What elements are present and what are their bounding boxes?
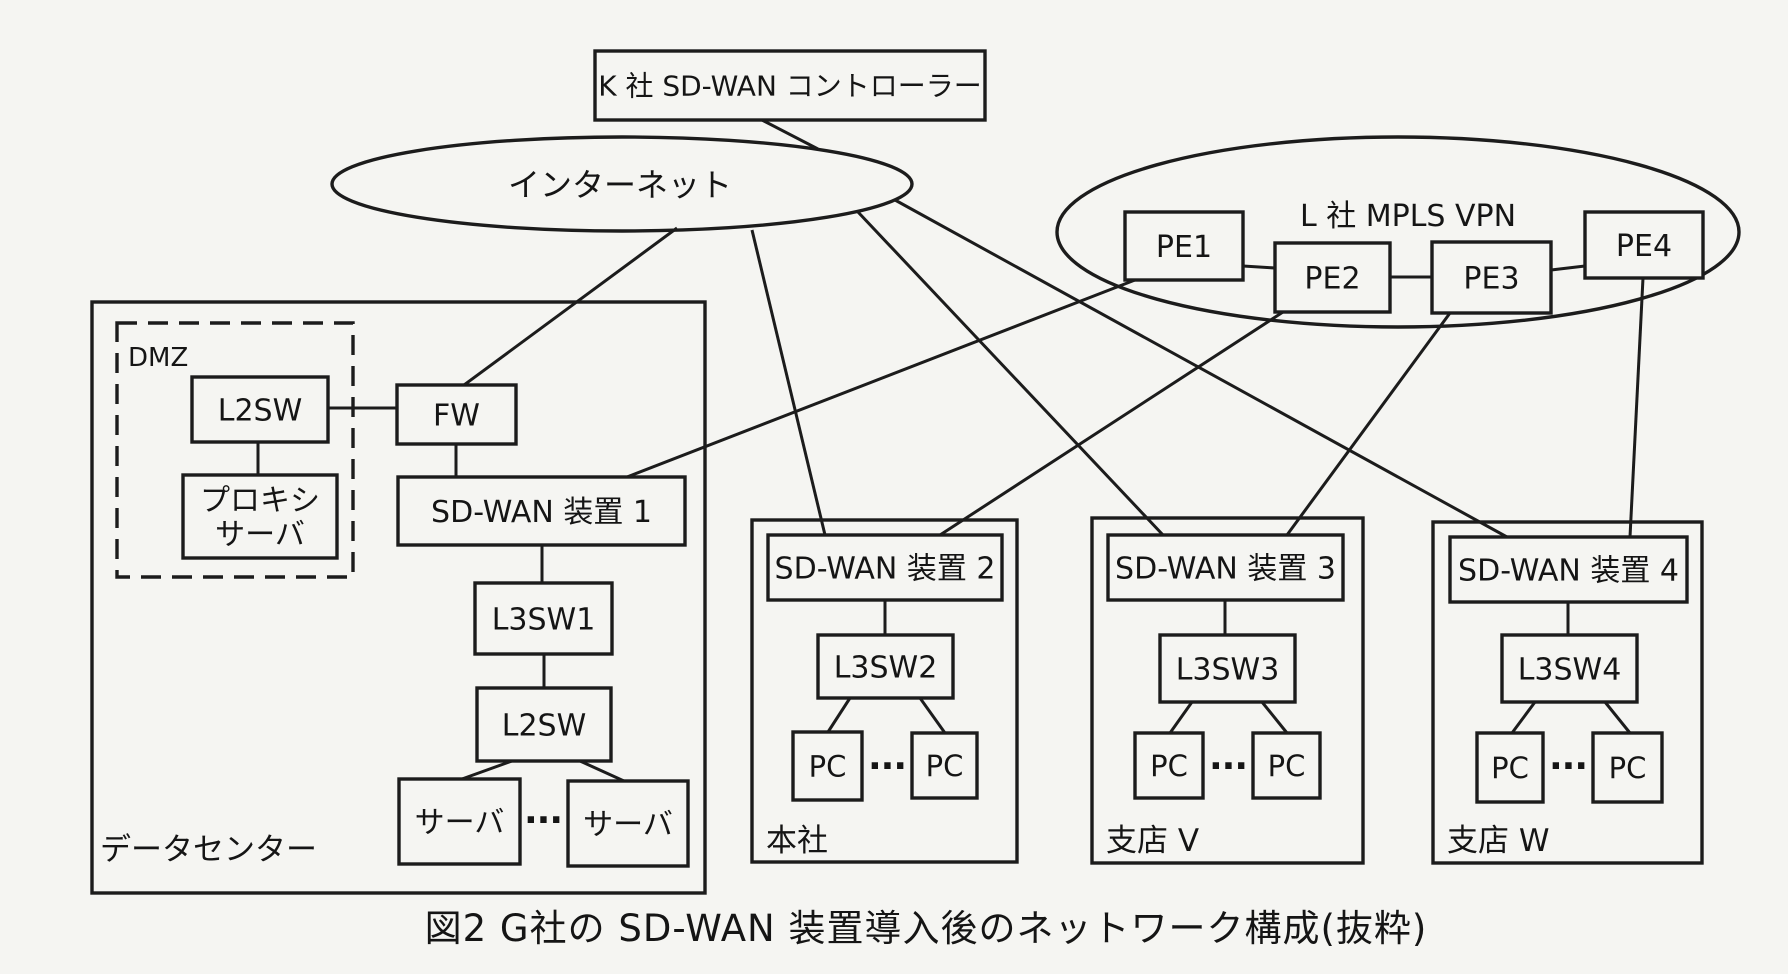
sdwan-device-3-label: SD-WAN 装置 3: [1115, 551, 1336, 586]
internet-label: インターネット: [508, 166, 732, 204]
pc-v-1-box: [1133, 731, 1205, 800]
l3sw2-label: L3SW2: [834, 650, 938, 685]
l3sw3-box: [1158, 633, 1297, 704]
pc-w-1-box: [1475, 731, 1545, 804]
edge-l3sw4-pc-w-1: [1510, 701, 1537, 734]
edge-internet-sdwan4: [894, 198, 1508, 539]
server-l2sw-label: L2SW: [502, 708, 587, 743]
server-2-box: [566, 779, 690, 868]
fw-box: [395, 383, 518, 446]
sdwan-device-4-box: [1448, 535, 1689, 604]
l3sw4-label: L3SW4: [1518, 652, 1622, 687]
branch-w-boundary: [1431, 520, 1704, 865]
edge-pe3-pe4: [1550, 264, 1586, 272]
sdwan-device-1-box: [396, 475, 687, 547]
l3sw3-label: L3SW3: [1176, 652, 1280, 687]
dmz-label: DMZ: [128, 343, 188, 373]
branch-v-label: 支店 V: [1106, 823, 1199, 859]
edge-l3sw2-pc-ho-1: [826, 697, 852, 733]
pe2-box: [1273, 241, 1392, 314]
edge-l3sw2-pc-ho-2: [918, 697, 947, 734]
server-1-label: サーバ: [415, 805, 505, 840]
edge-server-l2sw-server-2: [579, 759, 625, 783]
pc-ho-2-label: PC: [926, 749, 964, 783]
l3sw1-box: [473, 581, 614, 656]
pc-ho-1-box: [791, 730, 864, 802]
pe2-label: PE2: [1304, 261, 1360, 296]
head-office-pcs-more-ellipsis: ···: [868, 746, 906, 787]
pc-w-1-label: PC: [1491, 751, 1529, 785]
server-l2sw-box: [475, 686, 613, 763]
figure-caption: 図2 G社の SD-WAN 装置導入後のネットワーク構成(抜粋): [424, 907, 1428, 950]
l3sw2-box: [816, 633, 955, 700]
pc-v-1-label: PC: [1150, 749, 1188, 783]
sdwan-device-2-box: [766, 533, 1004, 602]
edge-pe4-sdwan4: [1628, 277, 1645, 538]
edge-server-l2sw-server-1: [461, 759, 513, 781]
edge-l3sw3-pc-v-2: [1260, 701, 1289, 734]
proxy-server-label: プロキシサーバ: [200, 483, 320, 552]
sdwan-device-3-box: [1106, 533, 1345, 602]
edge-l3sw3-pc-v-1: [1168, 701, 1194, 734]
branch-v-pcs-more-ellipsis: ···: [1209, 746, 1247, 787]
head-office-boundary: [750, 518, 1019, 864]
pe1-label: PE1: [1156, 230, 1212, 265]
dmz-boundary: [115, 321, 355, 579]
fw-label: FW: [433, 398, 480, 433]
dmz-l2sw-box: [190, 375, 330, 444]
proxy-server-box: [181, 473, 339, 560]
pc-v-2-box: [1251, 731, 1322, 800]
branch-w-pcs-more-ellipsis: ···: [1549, 746, 1587, 787]
edge-internet-fw: [463, 226, 678, 387]
l3sw1-label: L3SW1: [492, 602, 596, 637]
edge-pe1-pe2: [1242, 264, 1276, 270]
data-center-boundary: [90, 300, 707, 895]
sdwan-controller-box: [593, 49, 987, 122]
mpls-vpn-label: L 社 MPLS VPN: [1300, 199, 1516, 234]
edge-pe2-sdwan2: [939, 310, 1284, 537]
dmz-l2sw-label: L2SW: [218, 393, 303, 428]
l3sw4-box: [1500, 633, 1639, 704]
edge-internet-sdwan3: [856, 210, 1165, 537]
pc-w-2-box: [1591, 731, 1664, 804]
pe3-box: [1430, 240, 1553, 315]
data-center-label: データセンター: [100, 832, 317, 868]
sdwan-controller-label: K 社 SD-WAN コントローラー: [598, 70, 982, 103]
server-1-box: [397, 777, 522, 866]
server-2-label: サーバ: [583, 807, 673, 842]
edge-pe1-sdwan1: [626, 278, 1136, 479]
edge-l3sw4-pc-w-2: [1603, 701, 1632, 734]
pe4-label: PE4: [1616, 229, 1672, 264]
pc-w-2-label: PC: [1609, 751, 1647, 785]
pc-ho-1-label: PC: [809, 749, 847, 783]
servers-more-ellipsis: ···: [524, 800, 562, 841]
pe4-box: [1583, 210, 1705, 280]
edge-internet-sdwan2: [750, 229, 827, 536]
edge-controller-internet: [761, 118, 819, 151]
sdwan-device-2-label: SD-WAN 装置 2: [775, 551, 996, 586]
pc-ho-2-box: [910, 731, 979, 800]
pe1-box: [1123, 210, 1245, 282]
sdwan-device-1-label: SD-WAN 装置 1: [431, 495, 652, 530]
edge-pe3-sdwan3: [1285, 312, 1452, 536]
sdwan-device-4-label: SD-WAN 装置 4: [1458, 553, 1679, 588]
pe3-label: PE3: [1463, 261, 1519, 296]
internet-cloud: [330, 135, 914, 233]
head-office-label: 本社: [766, 823, 828, 859]
pc-v-2-label: PC: [1268, 749, 1306, 783]
branch-v-boundary: [1090, 516, 1365, 865]
branch-w-label: 支店 W: [1447, 823, 1550, 859]
